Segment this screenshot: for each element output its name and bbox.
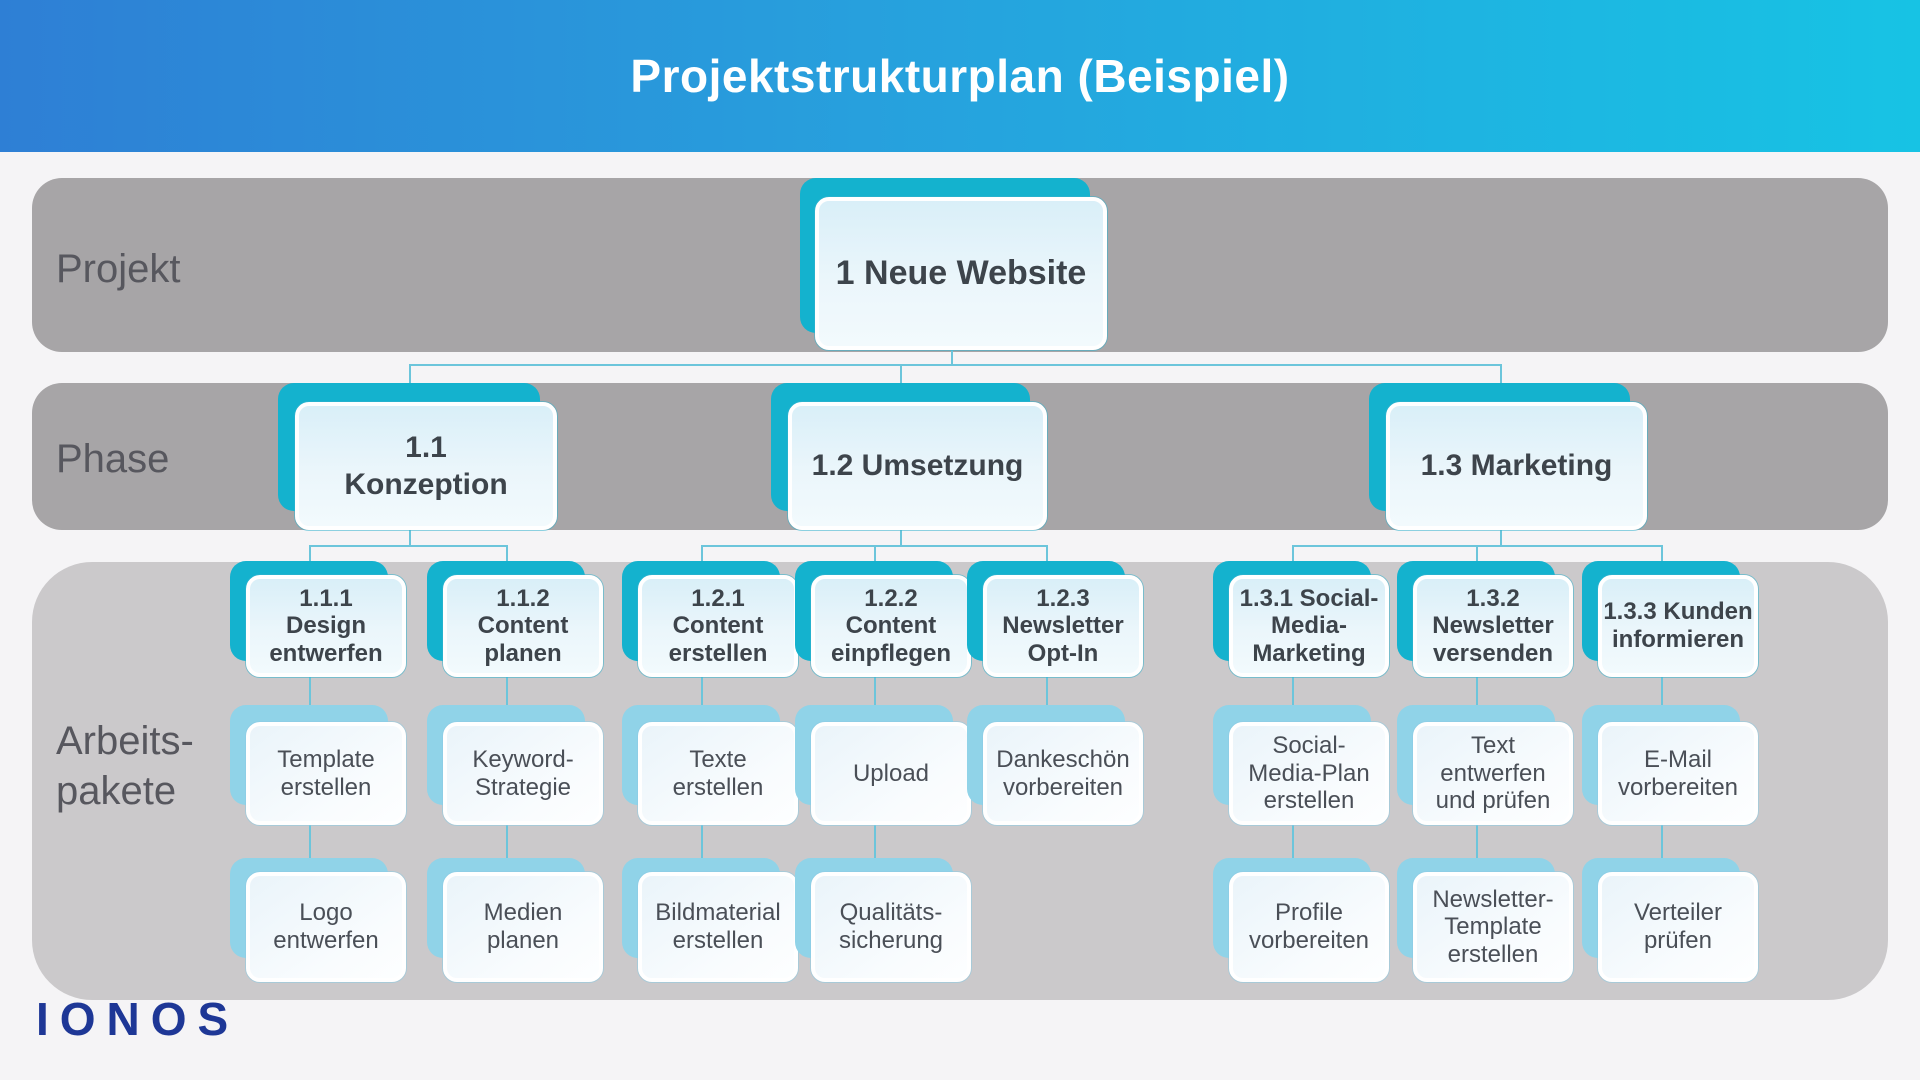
connector-stub-wp-1 xyxy=(309,545,311,565)
node-phase-label: 1.3 Marketing xyxy=(1386,402,1647,530)
connector-stub-wp-7 xyxy=(1476,545,1478,565)
connector-stub-wp-8 xyxy=(1661,545,1663,565)
connector-stub-wp-3 xyxy=(701,545,703,565)
wp-task-label: Newsletter- Template erstellen xyxy=(1413,872,1573,982)
wp-task-label: Medien planen xyxy=(443,872,603,982)
wp-task-label: Keyword- Strategie xyxy=(443,722,603,825)
node-phase-label: 1.2 Umsetzung xyxy=(788,402,1047,530)
connector-project-rail xyxy=(409,364,1502,366)
connector-header-task1 xyxy=(874,660,876,722)
ionos-logo: IONOS xyxy=(36,993,240,1045)
connector-stub-wp-5 xyxy=(1046,545,1048,565)
connector-task1-task2 xyxy=(1661,818,1663,874)
connector-phase2-stem xyxy=(900,528,902,547)
wp-task-label: Upload xyxy=(811,722,971,825)
connector-header-task1 xyxy=(1292,660,1294,722)
wp-header-label: 1.1.2 Content planen xyxy=(443,575,603,677)
connector-stub-phase-1 xyxy=(409,364,411,386)
connector-stub-wp-4 xyxy=(874,545,876,565)
connector-header-task1 xyxy=(1476,660,1478,722)
node-project-label: 1 Neue Website xyxy=(815,197,1107,350)
wp-task-label: Qualitäts- sicherung xyxy=(811,872,971,982)
wp-header-label: 1.2.1 Content erstellen xyxy=(638,575,798,677)
connector-task1-task2 xyxy=(309,818,311,874)
title-bar: Projektstrukturplan (Beispiel) xyxy=(0,0,1920,152)
wp-task-label: Texte erstellen xyxy=(638,722,798,825)
wp-task-label: Social- Media-Plan erstellen xyxy=(1229,722,1389,825)
connector-phase3-stem xyxy=(1500,528,1502,547)
connector-task1-task2 xyxy=(1292,818,1294,874)
wp-task-label: Template erstellen xyxy=(246,722,406,825)
wp-header-label: 1.2.3 Newsletter Opt-In xyxy=(983,575,1143,677)
wp-task-label: Logo entwerfen xyxy=(246,872,406,982)
node-phase-label: 1.1 Konzeption xyxy=(295,402,557,530)
connector-stub-phase-2 xyxy=(900,364,902,386)
connector-header-task1 xyxy=(309,660,311,722)
connector-stub-phase-3 xyxy=(1500,364,1502,386)
label-phase: Phase xyxy=(56,437,170,481)
wp-header-label: 1.3.2 Newsletter versenden xyxy=(1413,575,1573,677)
wp-header-label: 1.3.1 Social- Media- Marketing xyxy=(1229,575,1389,677)
page-title: Projektstrukturplan (Beispiel) xyxy=(630,50,1290,102)
wp-task-label: Profile vorbereiten xyxy=(1229,872,1389,982)
connector-project-stem xyxy=(951,350,953,366)
connector-header-task1 xyxy=(1661,660,1663,722)
connector-phase1-stem xyxy=(409,528,411,547)
connector-stub-wp-6 xyxy=(1292,545,1294,565)
wp-header-label: 1.1.1 Design entwerfen xyxy=(246,575,406,677)
wp-task-label: Text entwerfen und prüfen xyxy=(1413,722,1573,825)
wp-task-label: E-Mail vorbereiten xyxy=(1598,722,1758,825)
connector-header-task1 xyxy=(701,660,703,722)
connector-header-task1 xyxy=(1046,660,1048,722)
wp-task-label: Dankeschön vorbereiten xyxy=(983,722,1143,825)
wp-task-label: Verteiler prüfen xyxy=(1598,872,1758,982)
connector-header-task1 xyxy=(506,660,508,722)
connector-stub-wp-2 xyxy=(506,545,508,565)
connector-phase1-rail xyxy=(309,545,508,547)
connector-task1-task2 xyxy=(701,818,703,874)
wp-task-label: Bildmaterial erstellen xyxy=(638,872,798,982)
connector-task1-task2 xyxy=(874,818,876,874)
label-projekt: Projekt xyxy=(56,247,181,291)
wp-header-label: 1.2.2 Content einpflegen xyxy=(811,575,971,677)
label-arbeitspakete: Arbeits- pakete xyxy=(56,719,194,813)
wp-header-label: 1.3.3 Kunden informieren xyxy=(1598,575,1758,677)
connector-task1-task2 xyxy=(506,818,508,874)
connector-task1-task2 xyxy=(1476,818,1478,874)
